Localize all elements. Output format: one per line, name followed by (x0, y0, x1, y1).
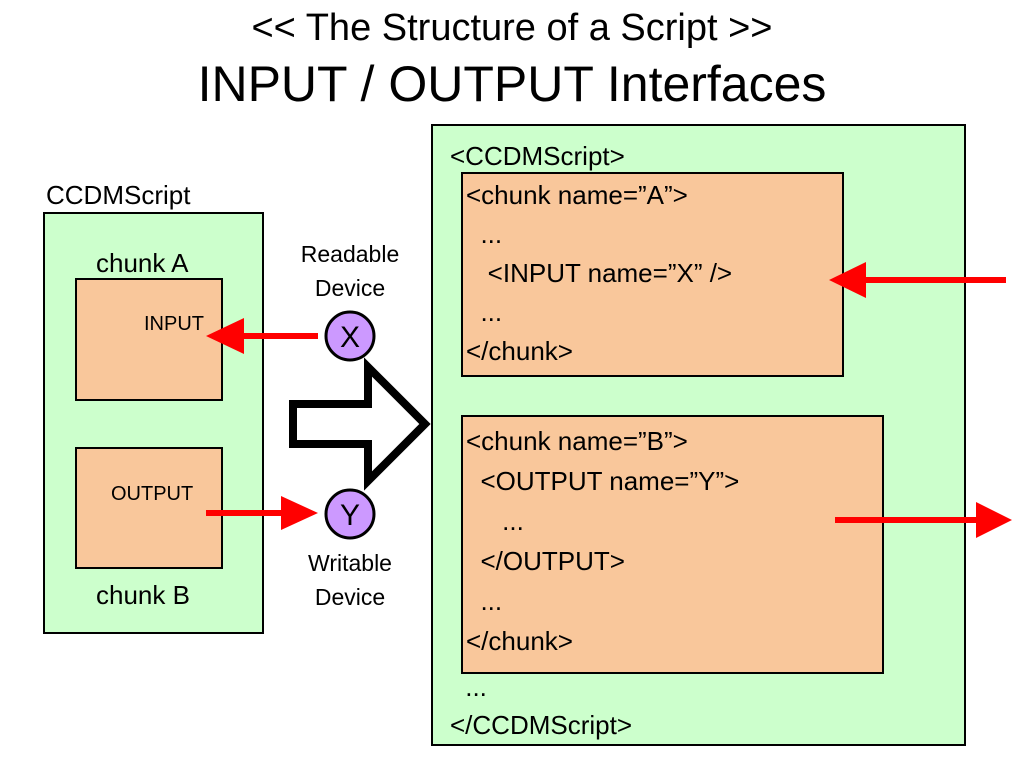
chunk-b-code: <chunk name=”B”> <OUTPUT name=”Y”> ... <… (466, 421, 739, 661)
readable-device-label: Readable Device (280, 237, 420, 305)
code-line: ... (466, 586, 503, 616)
writable-line2: Device (314, 584, 386, 610)
chunk-a-code: <chunk name=”A”> ... <INPUT name=”X” /> … (466, 176, 732, 371)
open-script-tag: <CCDMScript> (450, 141, 625, 171)
readable-device-x: X (324, 310, 376, 362)
device-x-symbol: X (340, 321, 360, 354)
transform-arrow-icon (289, 357, 431, 491)
chunk-b-label: chunk B (96, 580, 190, 610)
close-script-tag: </CCDMScript> (450, 710, 633, 740)
chunk-a-code-box (461, 172, 844, 377)
input-label: INPUT (144, 313, 204, 335)
code-line: <INPUT name=”X” /> (466, 258, 733, 288)
writable-device-label: Writable Device (280, 546, 420, 614)
chunk-a-label: chunk A (96, 248, 189, 278)
readable-line1: Readable (300, 241, 400, 267)
chunk-b-box (75, 447, 223, 569)
code-line: </OUTPUT> (466, 546, 625, 576)
readable-line2: Device (314, 275, 386, 301)
chunk-b-code-box (461, 415, 884, 674)
writable-device-y: Y (324, 488, 376, 540)
code-line: <OUTPUT name=”Y”> (466, 466, 740, 496)
title-line-1: << The Structure of a Script >> (251, 7, 773, 49)
title-line-2: INPUT / OUTPUT Interfaces (197, 56, 827, 112)
code-line: ... (466, 219, 503, 249)
ellipsis: ... (458, 672, 487, 702)
code-line: ... (466, 297, 503, 327)
code-line: ... (466, 506, 524, 536)
device-y-symbol: Y (340, 499, 360, 532)
code-line: <chunk name=”B”> (466, 426, 688, 456)
left-script-label: CCDMScript (46, 180, 191, 210)
code-line: </chunk> (466, 336, 573, 366)
writable-line1: Writable (308, 550, 392, 576)
output-label: OUTPUT (111, 483, 194, 505)
code-line: </chunk> (466, 626, 573, 656)
code-line: <chunk name=”A”> (466, 180, 688, 210)
chunk-a-box (75, 278, 223, 401)
